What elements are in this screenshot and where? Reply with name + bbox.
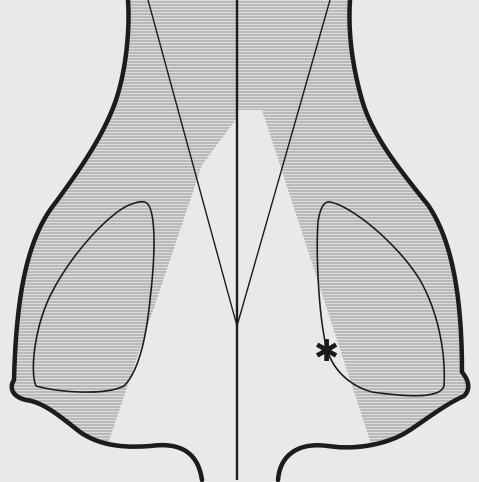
shaded-regions xyxy=(0,0,479,447)
shaded-region-left xyxy=(0,0,237,447)
shaded-region-right xyxy=(237,0,479,447)
asterisk-marker-icon: ✱ xyxy=(314,337,339,367)
